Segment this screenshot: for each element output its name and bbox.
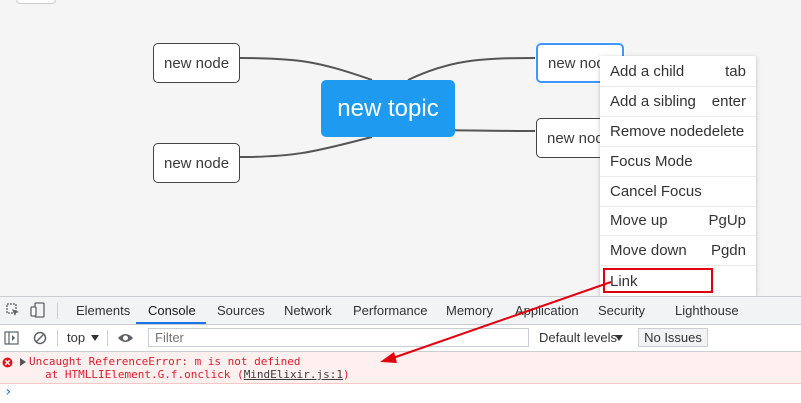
menu-item-move-up[interactable]: Move up PgUp	[600, 206, 756, 236]
mindmap-node[interactable]: new node	[153, 43, 240, 83]
menu-item-label: Link	[610, 272, 638, 290]
context-label: top	[67, 330, 86, 345]
error-text: Uncaught ReferenceError: m is not define…	[29, 355, 301, 368]
log-levels-label: Default levels	[539, 330, 618, 345]
connector-right-top	[407, 57, 536, 81]
mindmap-node[interactable]: new node	[153, 143, 240, 183]
context-menu: Add a child tab Add a sibling enter Remove…	[600, 56, 756, 296]
console-toolbar: top Default levels No Issues	[0, 325, 801, 352]
menu-item-shortcut: delete	[703, 123, 745, 140]
menu-item-focus-mode[interactable]: Focus Mode	[600, 147, 756, 177]
tab-network[interactable]: Network	[284, 303, 332, 318]
mindmap-root-topic[interactable]: new topic	[321, 80, 455, 137]
error-icon	[2, 357, 13, 368]
error-stack-line: at HTMLLIElement.G.f.onclick (MindElixir…	[45, 368, 350, 381]
tab-console[interactable]: Console	[148, 303, 196, 318]
expand-triangle-icon[interactable]	[20, 358, 26, 366]
devtools-tabbar: Elements Console Sources Network Perform…	[0, 297, 801, 325]
menu-item-shortcut: Pgdn	[710, 242, 746, 259]
menu-item-link[interactable]: Link	[600, 266, 756, 296]
tab-lighthouse[interactable]: Lighthouse	[675, 303, 739, 318]
inspect-element-icon[interactable]	[6, 303, 20, 317]
menu-item-label: Add a child	[610, 63, 685, 80]
tab-elements[interactable]: Elements	[76, 303, 131, 318]
console-filter-input[interactable]	[148, 328, 529, 347]
menu-item-label: Focus Mode	[610, 153, 693, 170]
device-toolbar-icon[interactable]	[30, 302, 46, 318]
menu-item-shortcut: PgUp	[708, 212, 746, 229]
menu-item-add-child[interactable]: Add a child tab	[600, 57, 756, 87]
tab-application[interactable]: Application	[515, 303, 579, 318]
toolbar-divider	[57, 330, 58, 346]
show-sidebar-icon[interactable]	[4, 331, 19, 345]
menu-item-label: Remove node	[610, 123, 704, 140]
devtools-panel: Elements Console Sources Network Perform…	[0, 296, 801, 403]
toolbar-divider	[107, 330, 108, 346]
live-expression-eye-icon[interactable]	[117, 332, 134, 344]
clear-console-icon[interactable]	[33, 331, 47, 345]
connector-left-top	[239, 57, 373, 81]
menu-item-label: Add a sibling	[610, 93, 696, 110]
menu-item-shortcut: tab	[725, 63, 746, 80]
active-tab-indicator	[136, 322, 206, 324]
stack-suffix: )	[343, 368, 350, 381]
chevron-down-icon	[615, 335, 623, 341]
prompt-chevron: ›	[4, 384, 13, 400]
link-highlight-box	[603, 268, 713, 293]
stack-prefix: at HTMLLIElement.G.f.onclick (	[45, 368, 244, 381]
console-prompt-row[interactable]: ›	[0, 384, 801, 403]
tab-divider	[57, 303, 58, 319]
tab-performance[interactable]: Performance	[353, 303, 428, 318]
menu-item-cancel-focus[interactable]: Cancel Focus	[600, 177, 756, 207]
menu-item-label: Cancel Focus	[610, 183, 702, 200]
tab-sources[interactable]: Sources	[217, 303, 265, 318]
context-selector[interactable]: top	[67, 325, 85, 351]
issues-button[interactable]: No Issues	[638, 328, 708, 347]
menu-item-label: Move down	[610, 242, 687, 259]
chevron-down-icon	[91, 335, 99, 341]
mindmap-canvas[interactable]: new node new node new node new node new …	[0, 0, 801, 296]
console-error-message: Uncaught ReferenceError: m is not define…	[0, 352, 801, 384]
tab-security[interactable]: Security	[598, 303, 645, 318]
tab-memory[interactable]: Memory	[446, 303, 493, 318]
log-levels-dropdown[interactable]: Default levels	[539, 325, 617, 351]
menu-item-shortcut: enter	[711, 93, 746, 110]
menu-item-label: Move up	[610, 212, 668, 229]
connector-left-bottom	[239, 136, 373, 158]
menu-item-add-sibling[interactable]: Add a sibling enter	[600, 87, 756, 117]
source-link[interactable]: MindElixir.js:1	[243, 368, 344, 381]
menu-item-move-down[interactable]: Move down Pgdn	[600, 236, 756, 266]
